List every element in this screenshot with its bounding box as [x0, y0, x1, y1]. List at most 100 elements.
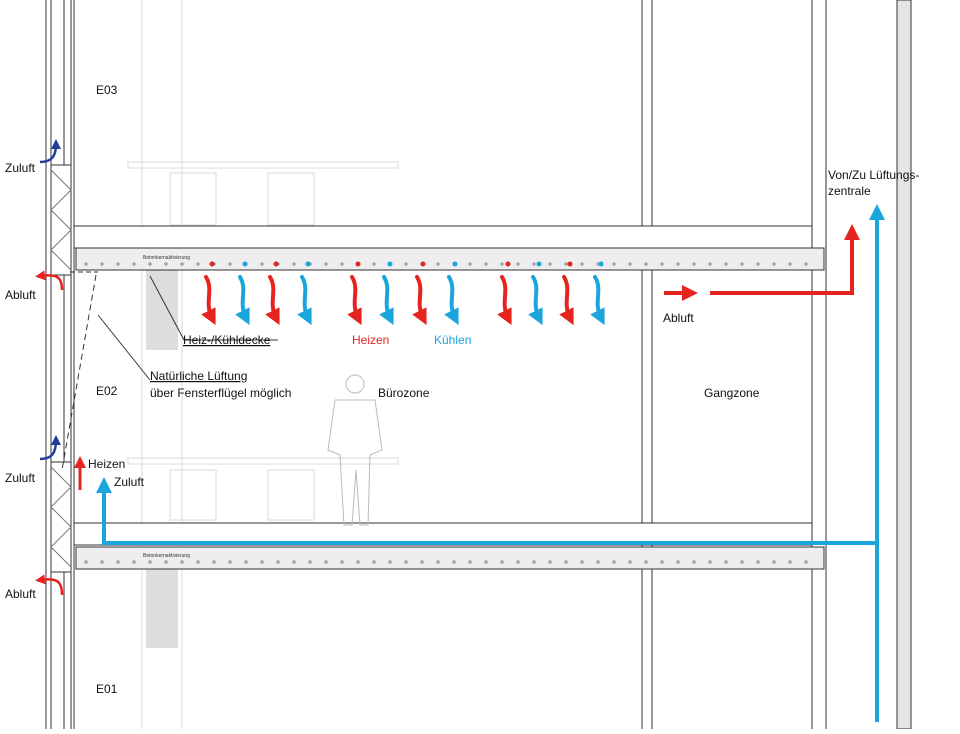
slab-dot [788, 560, 792, 564]
label-natural-vent-2: über Fensterflügel möglich [150, 386, 291, 400]
slab-dot [276, 560, 280, 564]
room-exhaust-arrows [664, 224, 860, 301]
slab-dot [292, 262, 296, 266]
slab-dot [164, 560, 168, 564]
label-zuluft-room: Zuluft [114, 475, 145, 489]
label-zuluft-lower: Zuluft [5, 471, 36, 485]
slab-dot [708, 262, 712, 266]
slab-dot [308, 560, 312, 564]
slab-dot [196, 262, 200, 266]
slab-dot [84, 560, 88, 564]
slab-dot [132, 262, 136, 266]
facade-air-arrows [35, 139, 64, 596]
slab-dot [388, 560, 392, 564]
slab-dot [468, 262, 472, 266]
slab-dot [644, 262, 648, 266]
slab-dot [516, 262, 520, 266]
slab-dot [532, 560, 536, 564]
slab-dot [660, 560, 664, 564]
slab-dot [772, 262, 776, 266]
floor-label-upper: E03 [96, 83, 118, 97]
slab-label-upper: Betonkernaktivierung [143, 255, 190, 261]
slab-dot [212, 560, 216, 564]
slab-dot [580, 262, 584, 266]
slab-dot [132, 560, 136, 564]
slab-dot [724, 262, 728, 266]
label-ventilation-2: zentrale [828, 184, 871, 198]
slab-dot [548, 262, 552, 266]
slab-dot [100, 262, 104, 266]
slab-dot [100, 560, 104, 564]
slab-dot [564, 560, 568, 564]
slab-dot [628, 262, 632, 266]
slab-dot [516, 560, 520, 564]
slab-dot [436, 560, 440, 564]
slab-dot [628, 560, 632, 564]
corridor-walls [641, 0, 912, 730]
floor-label-lower: E01 [96, 682, 118, 696]
slab-dot [292, 560, 296, 564]
slab-dot [116, 560, 120, 564]
ceiling-heat-cool-arrows [201, 275, 605, 326]
slab-dot [596, 560, 600, 564]
slab-dot [356, 560, 360, 564]
label-abluft-room: Abluft [663, 311, 694, 325]
slab-dot [228, 262, 232, 266]
slab-dot [756, 560, 760, 564]
slab-dot [564, 262, 568, 266]
slab-dot [372, 262, 376, 266]
column-shadow-lower [146, 568, 178, 648]
background-architecture [127, 0, 399, 729]
slab-dot [612, 262, 616, 266]
slab-dot [404, 262, 408, 266]
slab-dot [372, 560, 376, 564]
slab-dot [436, 262, 440, 266]
label-abluft-lower: Abluft [5, 587, 36, 601]
slab-dot [452, 560, 456, 564]
lower-slab [73, 522, 825, 570]
column-shadow-upper [146, 270, 178, 350]
slab-dot [164, 262, 168, 266]
slab-dot [740, 262, 744, 266]
slab-dot [468, 560, 472, 564]
slab-dot [500, 262, 504, 266]
label-ceiling: Heiz-/Kühldecke [183, 333, 271, 347]
slab-dot [676, 560, 680, 564]
slab-dot [804, 560, 808, 564]
slab-dot [676, 262, 680, 266]
slab-dot [692, 560, 696, 564]
slab-label-lower: Betonkernaktivierung [143, 553, 190, 559]
slab-dot [260, 262, 264, 266]
slab-dot [708, 560, 712, 564]
slab-dot [788, 262, 792, 266]
label-abluft-upper: Abluft [5, 288, 36, 302]
floor-label-middle: E02 [96, 384, 118, 398]
slab-dot [500, 560, 504, 564]
slab-dot [340, 262, 344, 266]
slab-dot [724, 560, 728, 564]
slab-dot [612, 560, 616, 564]
slab-dot [804, 262, 808, 266]
label-office-zone: Bürozone [378, 386, 430, 400]
person-silhouette [327, 374, 383, 526]
slab-dot [420, 560, 424, 564]
label-heizen-small: Heizen [88, 457, 125, 471]
slab-dot [580, 560, 584, 564]
label-corridor-zone: Gangzone [704, 386, 760, 400]
slab-dot [548, 560, 552, 564]
label-heating: Heizen [352, 333, 389, 347]
slab-dot [84, 262, 88, 266]
slab-dot [324, 262, 328, 266]
leader-lines [61, 271, 278, 471]
slab-dot [148, 262, 152, 266]
slab-dot [260, 560, 264, 564]
label-natural-vent-1: Natürliche Lüftung [150, 369, 247, 383]
slab-dot [484, 560, 488, 564]
slab-dot [244, 560, 248, 564]
slab-dot [532, 262, 536, 266]
label-cooling: Kühlen [434, 333, 471, 347]
slab-dot [228, 560, 232, 564]
slab-dot [740, 560, 744, 564]
